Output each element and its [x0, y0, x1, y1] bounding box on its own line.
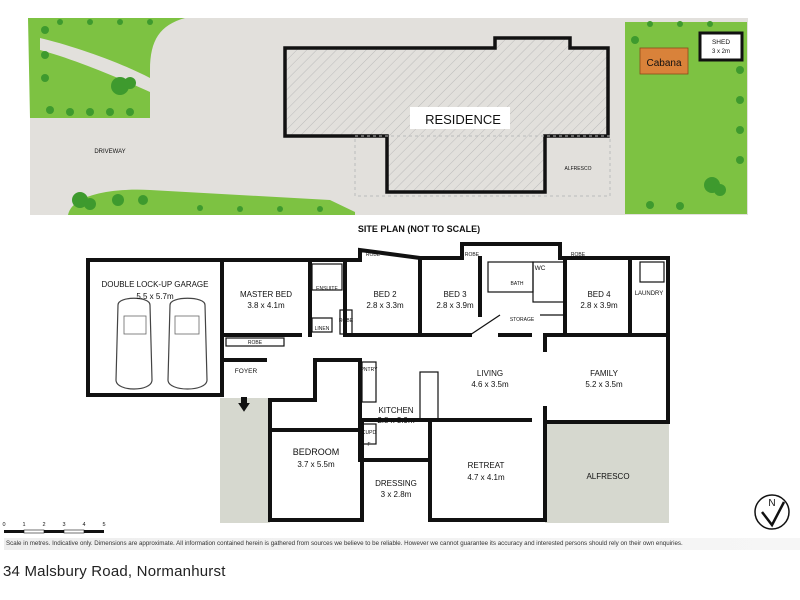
outer-walls	[86, 242, 670, 522]
car-right-icon	[167, 297, 208, 390]
room-labels: DOUBLE LOCK-UP GARAGE 5.5 x 5.7m MASTER …	[102, 280, 630, 499]
north-arrow-icon	[761, 501, 786, 528]
property-address: 34 Malsbury Road, Normanhurst	[3, 563, 226, 580]
pantry-label: PNTRY	[361, 367, 379, 373]
scale-bar: 0 1 2 3 4 5	[2, 522, 106, 534]
car-left-icon	[115, 297, 153, 390]
garage-name: DOUBLE LOCK-UP GARAGE	[102, 280, 209, 289]
scale-tick-4: 4	[82, 522, 85, 528]
alfresco-paving	[545, 422, 669, 523]
bed4-name: BED 4	[587, 290, 611, 299]
family-size: 5.2 x 3.5m	[585, 380, 623, 389]
tree-group	[41, 19, 744, 212]
wir-label: ROBE	[339, 318, 354, 324]
driveway-label: DRIVEWAY	[94, 149, 125, 155]
shed-size: 3 x 2m	[712, 49, 730, 55]
bed3-size: 2.8 x 3.9m	[436, 301, 474, 310]
kitchen-name: KITCHEN	[378, 406, 413, 415]
shed-shape	[698, 31, 744, 62]
cabana-shape	[639, 47, 689, 75]
living-size: 4.6 x 3.5m	[471, 380, 509, 389]
robe-bed2-label: ROBE	[366, 252, 381, 258]
site-plan: RESIDENCE ALFRESCO DRIVEWAY Cabana SHED …	[28, 18, 748, 215]
garage-cars	[115, 297, 208, 390]
laundry-label: LAUNDRY	[635, 291, 664, 297]
bed2-size: 2.8 x 3.3m	[366, 301, 404, 310]
alfresco-name: ALFRESCO	[586, 472, 629, 481]
retreat-name: RETREAT	[468, 461, 505, 470]
master-bed-name: MASTER BED	[240, 290, 292, 299]
north-label: N	[768, 498, 775, 509]
bedroom-size: 3.7 x 5.5m	[297, 460, 335, 469]
bed3-name: BED 3	[443, 290, 467, 299]
bed4-size: 2.8 x 3.9m	[580, 301, 618, 310]
robe-bed4-label: ROBE	[571, 252, 586, 258]
wc-label: WC	[535, 265, 546, 272]
north-arrow-ring	[754, 494, 790, 530]
site-alfresco-label: ALFRESCO	[565, 166, 592, 172]
cabana-label: Cabana	[646, 58, 681, 69]
scale-tick-0: 0	[2, 522, 5, 528]
fixture-details	[225, 261, 665, 445]
scale-tick-5: 5	[102, 522, 105, 528]
porch-paving	[220, 398, 270, 523]
master-bed-size: 3.8 x 4.1m	[247, 301, 285, 310]
north-arrow: N	[754, 494, 790, 530]
site-alfresco-outline	[354, 135, 611, 197]
dressing-name: DRESSING	[375, 479, 417, 488]
disclaimer-text: Scale in metres. Indicative only. Dimens…	[4, 538, 800, 550]
lawn-bottom	[68, 189, 355, 215]
residence-label: RESIDENCE	[425, 112, 501, 127]
scale-tick-2: 2	[42, 522, 45, 528]
interior-walls	[220, 256, 670, 462]
robe-master-label: ROBE	[248, 340, 263, 346]
site-plan-title: SITE PLAN (NOT TO SCALE)	[358, 224, 480, 234]
floor-plan: DOUBLE LOCK-UP GARAGE 5.5 x 5.7m MASTER …	[86, 242, 670, 523]
fridge-label: F	[367, 442, 370, 448]
garage-size: 5.5 x 5.7m	[136, 292, 174, 301]
scale-tick-1: 1	[22, 522, 25, 528]
entry-arrow-icon	[238, 397, 250, 412]
living-name: LIVING	[477, 369, 503, 378]
bath-label: BATH	[511, 281, 524, 287]
dressing-size: 3 x 2.8m	[381, 490, 412, 499]
cupd-label: CUPD	[362, 430, 377, 436]
small-labels: ENSUITE ROBE LINEN ROBE ROBE ROBE ROBE B…	[235, 252, 663, 448]
retreat-size: 4.7 x 4.1m	[467, 473, 505, 482]
bed2-name: BED 2	[373, 290, 397, 299]
ensuite-label: ENSUITE	[316, 286, 338, 292]
kitchen-size: 2.8 x 3.9m	[377, 416, 415, 425]
linen-label: LINEN	[315, 326, 330, 332]
bedroom-name: BEDROOM	[293, 447, 340, 457]
scale-tick-3: 3	[62, 522, 65, 528]
shed-label: SHED	[712, 39, 730, 46]
family-name: FAMILY	[590, 369, 619, 378]
robe-bed3-label: ROBE	[465, 252, 480, 258]
foyer-label: FOYER	[235, 368, 258, 375]
storage-label: STORAGE	[510, 317, 535, 323]
